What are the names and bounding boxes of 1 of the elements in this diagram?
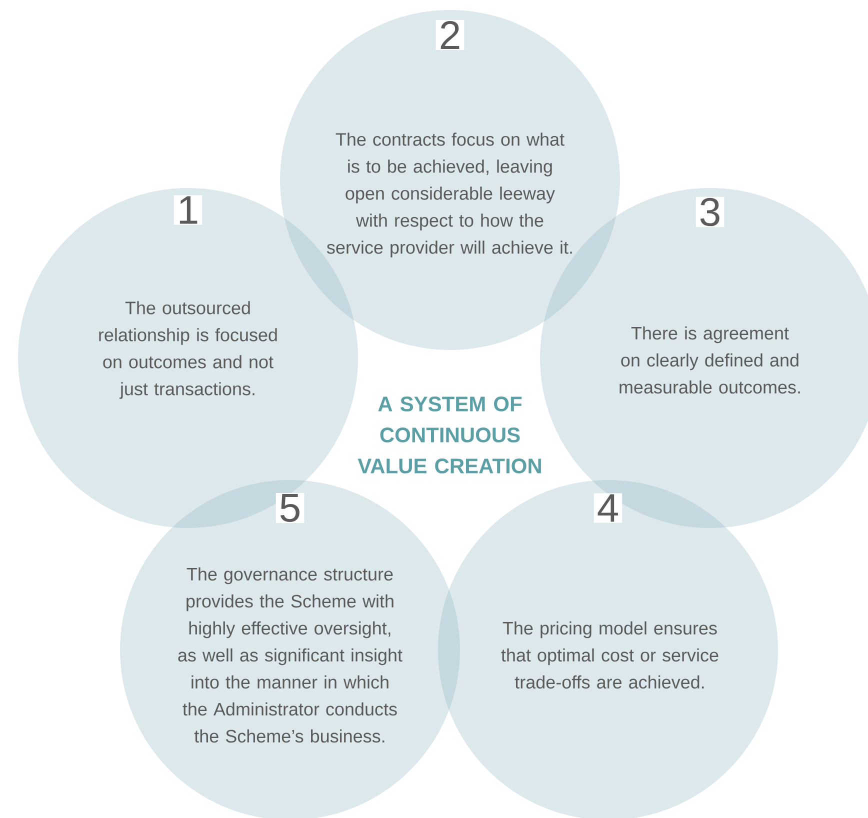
title: A SYSTEM OF CONTINUOUS VALUE CREATION	[358, 396, 541, 474]
